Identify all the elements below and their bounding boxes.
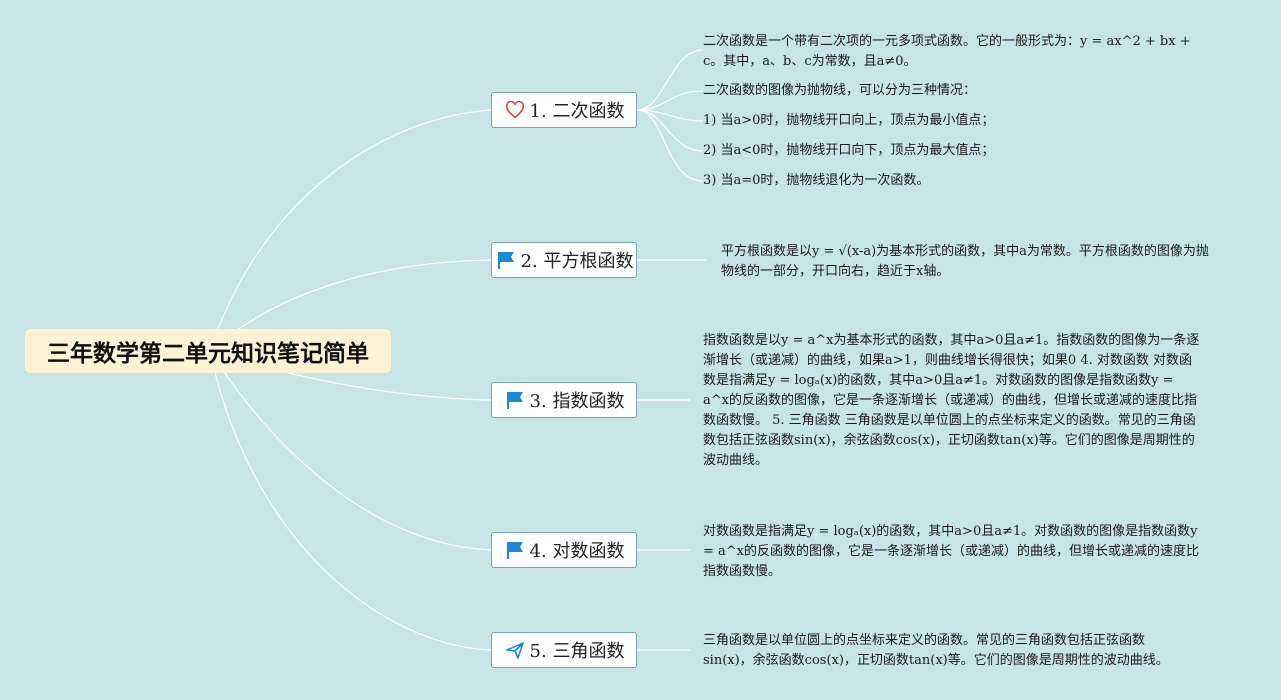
note-quadratic-definition[interactable]: 二次函数是一个带有二次项的一元多项式函数。它的一般形式为：y = ax^2 + … [703, 34, 1191, 69]
branch-logarithmic-function[interactable]: 4. 对数函数 [491, 532, 637, 568]
root-topic[interactable]: 三年数学第二单元知识笔记简单 [25, 329, 391, 373]
branch-exponential-function[interactable]: 3. 指数函数 [491, 382, 637, 418]
note-trigonometric[interactable]: 三角函数是以单位圆上的点坐标来定义的函数。常见的三角函数包括正弦函数sin(x)… [703, 633, 1169, 668]
note-square-root[interactable]: 平方根函数是以y = √(x-a)为基本形式的函数，其中a为常数。平方根函数的图… [721, 244, 1209, 279]
branch-quadratic-function[interactable]: 1. 二次函数 [491, 92, 637, 128]
note-quadratic-graph[interactable]: 二次函数的图像为抛物线，可以分为三种情况： [703, 83, 977, 98]
note-quadratic-case-3[interactable]: 3) 当a=0时，抛物线退化为一次函数。 [703, 173, 930, 188]
branch-trigonometric-function[interactable]: 5. 三角函数 [491, 632, 637, 668]
branch-label: 5. 三角函数 [529, 641, 625, 662]
branch-label: 3. 指数函数 [529, 391, 625, 412]
branch-label: 2. 平方根函数 [520, 251, 634, 272]
flag-icon [504, 539, 526, 561]
branch-label: 1. 二次函数 [529, 101, 625, 122]
branch-label: 4. 对数函数 [529, 541, 625, 562]
branch-square-root-function[interactable]: 2. 平方根函数 [491, 242, 637, 278]
flag-icon [495, 249, 517, 271]
send-icon [504, 639, 526, 661]
note-quadratic-case-2[interactable]: 2) 当a<0时，抛物线开口向下，顶点为最大值点； [703, 143, 995, 158]
note-quadratic-case-1[interactable]: 1) 当a>0时，抛物线开口向上，顶点为最小值点； [703, 113, 995, 128]
note-exponential[interactable]: 指数函数是以y = a^x为基本形式的函数，其中a>0且a≠1。指数函数的图像为… [703, 333, 1200, 468]
heart-icon [504, 99, 526, 121]
flag-icon [504, 389, 526, 411]
note-logarithmic[interactable]: 对数函数是指满足y = logₐ(x)的函数，其中a>0且a≠1。对数函数的图像… [703, 524, 1200, 579]
root-title: 三年数学第二单元知识笔记简单 [47, 341, 369, 367]
